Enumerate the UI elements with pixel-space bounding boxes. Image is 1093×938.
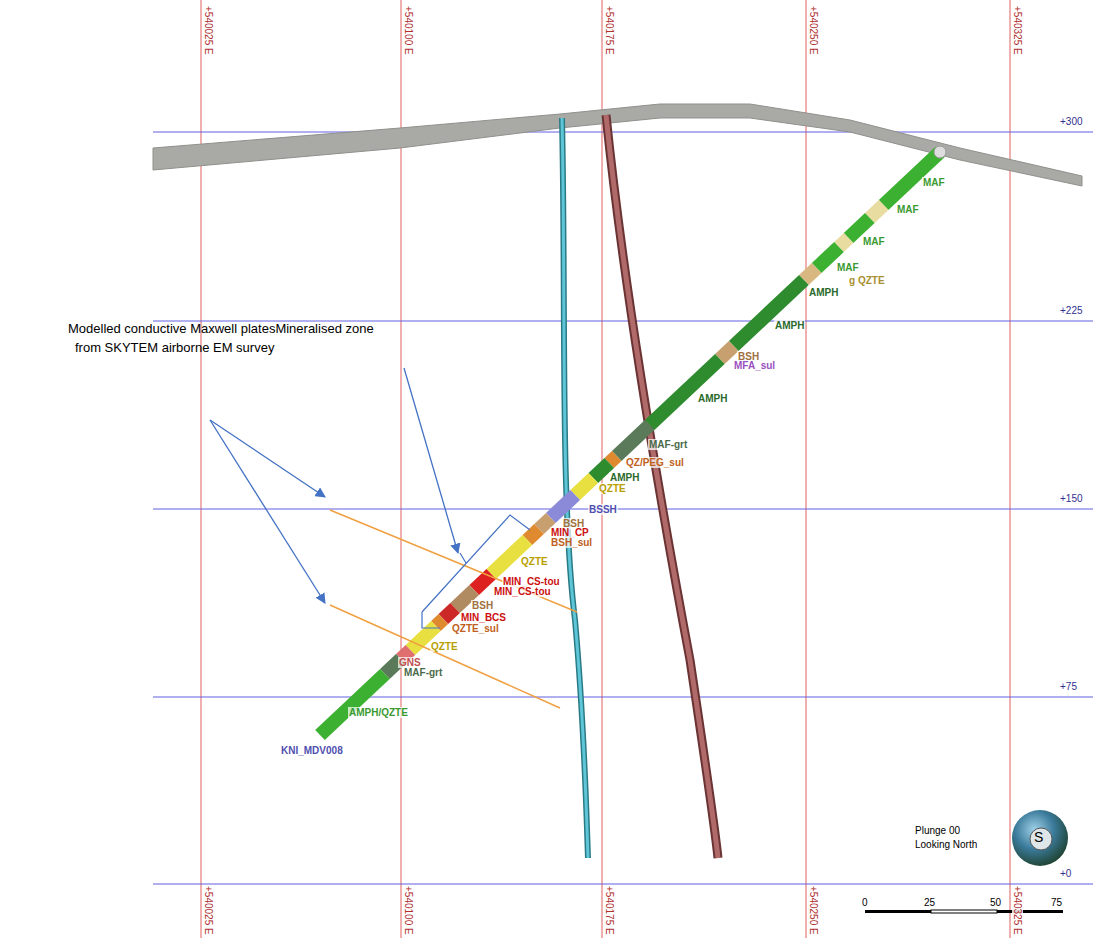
lithology-segment	[527, 529, 539, 540]
lithology-label: QZTE	[430, 641, 459, 652]
view-compass	[1012, 810, 1068, 866]
lithology-label: MIN_BCS	[460, 612, 507, 623]
view-note: Plunge 00	[915, 825, 960, 836]
lithology-segment	[617, 425, 650, 456]
lithology-label: MAF-grt	[648, 439, 688, 450]
lithology-label: g QZTE	[848, 275, 886, 286]
lithology-label: BSSH	[588, 504, 618, 515]
lithology-label: BSH	[471, 600, 494, 611]
lithology-label: QZTE_sul	[451, 623, 500, 634]
lithology-label: QZ/PEG_sul	[625, 457, 685, 468]
easting-label: +540100 E	[403, 886, 414, 935]
maxwell-plate	[330, 510, 577, 612]
view-compass	[1030, 828, 1052, 850]
elevation-label: +225	[1060, 305, 1083, 316]
lithology-label: AMPH/QZTE	[348, 707, 409, 718]
lithology-segment	[839, 238, 849, 247]
scale-number: 25	[924, 897, 935, 908]
lithology-segment	[650, 359, 720, 425]
lithology-segment	[474, 574, 491, 590]
lithology-label: MAF	[862, 236, 886, 247]
lithology-segment	[575, 478, 593, 495]
lithology-label: MAF	[922, 177, 946, 188]
lithology-label: AMPH	[609, 472, 640, 483]
collar	[934, 146, 946, 158]
topography-surface	[153, 104, 1082, 186]
elevation-label: +150	[1060, 493, 1083, 504]
easting-label: +540175 E	[604, 6, 615, 55]
lithology-label: MFA_sul	[733, 360, 776, 371]
lithology-label: MAF	[896, 204, 920, 215]
lithology-segment	[720, 346, 734, 359]
easting-label: +540100 E	[403, 6, 414, 55]
elevation-label: +75	[1060, 681, 1077, 692]
lithology-label: AMPH	[774, 320, 805, 331]
lithology-label: MAF	[836, 262, 860, 273]
maxwell-plate	[330, 605, 560, 708]
easting-label: +540025 E	[203, 6, 214, 55]
callout-note: Modelled conductive Maxwell platesMinera…	[68, 322, 374, 336]
scale-number: 0	[862, 897, 868, 908]
lithology-segment	[436, 619, 443, 626]
scale-bar	[865, 910, 1063, 913]
lithology-label: AMPH	[697, 393, 728, 404]
easting-label: +540325 E	[1012, 6, 1023, 55]
easting-label: +540325 E	[1012, 886, 1023, 935]
zone-bracket	[422, 515, 530, 628]
lithology-label: MIN_CS-tou	[493, 586, 552, 597]
easting-label: +540250 E	[808, 6, 819, 55]
easting-label: +540250 E	[808, 886, 819, 935]
callout-note: from SKYTEM airborne EM survey	[75, 341, 274, 355]
lithology-segment	[870, 205, 884, 218]
compass-letter: S	[1034, 830, 1043, 845]
lithology-label: BSH_sul	[550, 537, 593, 548]
elevation-label: +0	[1060, 868, 1071, 879]
scale-number: 75	[1051, 897, 1062, 908]
lithology-segment	[593, 463, 609, 478]
lithology-segment	[443, 608, 455, 619]
lithology-segment	[320, 674, 385, 735]
lithology-segment	[849, 218, 870, 238]
drill-hole	[320, 152, 940, 735]
leader-arrow	[210, 368, 458, 603]
elevation-label: +300	[1060, 116, 1083, 127]
scale-number: 50	[990, 897, 1001, 908]
lithology-label: QZTE	[520, 556, 549, 567]
lithology-label: AMPH	[808, 287, 839, 298]
view-note: Looking North	[915, 839, 977, 850]
lithology-segment	[734, 280, 804, 346]
easting-label: +540025 E	[203, 886, 214, 935]
lithology-segment	[609, 456, 616, 463]
easting-label: +540175 E	[604, 886, 615, 935]
lithology-label: QZTE	[598, 483, 627, 494]
lithology-segment	[551, 495, 575, 518]
lithology-label: KNI_MDV008	[280, 745, 344, 756]
lithology-segment	[804, 268, 817, 280]
lithology-label: MAF-grt	[403, 667, 443, 678]
